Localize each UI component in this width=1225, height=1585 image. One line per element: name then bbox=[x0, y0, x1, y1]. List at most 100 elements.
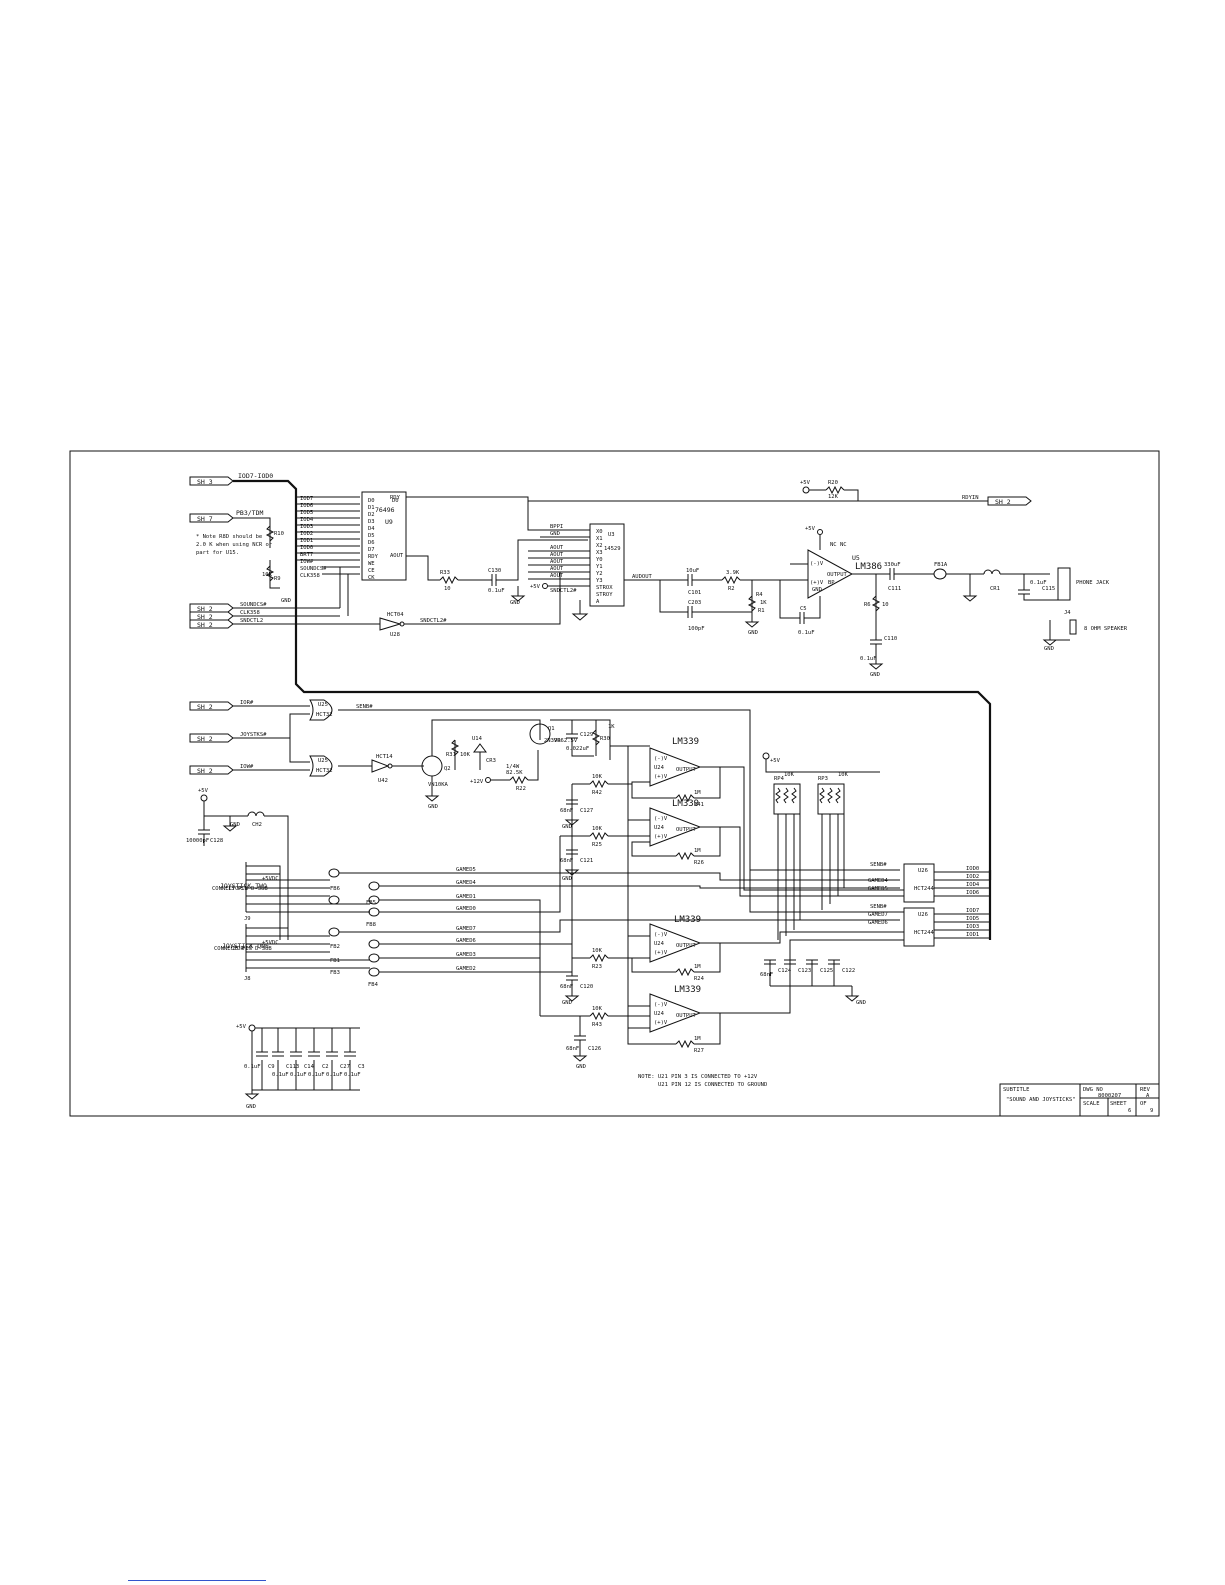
svg-text:IOW#: IOW# bbox=[240, 764, 254, 770]
svg-text:1/4W: 1/4W bbox=[506, 764, 520, 770]
svg-text:SUBTITLE: SUBTITLE bbox=[1003, 1087, 1030, 1093]
svg-text:U5: U5 bbox=[852, 554, 860, 562]
svg-text:1K: 1K bbox=[608, 724, 615, 730]
svg-text:SH 2: SH 2 bbox=[197, 605, 213, 613]
svg-text:10K: 10K bbox=[262, 572, 273, 578]
svg-text:R1: R1 bbox=[758, 608, 765, 614]
svg-text:SOUNDCS#: SOUNDCS# bbox=[240, 602, 267, 608]
svg-text:10K: 10K bbox=[592, 948, 603, 954]
svg-text:(+)V: (+)V bbox=[654, 834, 668, 840]
svg-text:+5VDC: +5VDC bbox=[262, 876, 279, 882]
svg-text:IOD5: IOD5 bbox=[966, 916, 979, 922]
svg-text:R42: R42 bbox=[592, 790, 602, 796]
svg-text:AOUT: AOUT bbox=[550, 552, 564, 558]
svg-text:D6: D6 bbox=[368, 540, 375, 546]
svg-text:10K: 10K bbox=[838, 772, 849, 778]
u3-mux: X0 X1 X2 X3 Y0 Y1 Y2 Y3 STROX STROY A U3… bbox=[510, 523, 625, 621]
rdyin-pullup: +5V R20 12K RDYIN bbox=[528, 480, 988, 502]
svg-text:AOUT: AOUT bbox=[550, 559, 564, 565]
svg-text:0.1uF: 0.1uF bbox=[326, 1072, 343, 1078]
svg-text:GND: GND bbox=[812, 587, 822, 593]
svg-text:D3: D3 bbox=[368, 519, 375, 525]
buffer-filter-caps: 68nF C124 C123 C125 C122 GND bbox=[760, 959, 866, 1006]
comparators: LM339 (-)V (+)V OUTPUT U24 1M R41 LM339 … bbox=[627, 737, 721, 1054]
svg-text:CR1: CR1 bbox=[990, 586, 1000, 592]
svg-text:10K: 10K bbox=[784, 772, 795, 778]
svg-text:HCT32: HCT32 bbox=[316, 768, 333, 774]
svg-text:OUTPUT: OUTPUT bbox=[827, 572, 848, 578]
svg-text:X0: X0 bbox=[596, 529, 603, 535]
svg-text:GAMED6: GAMED6 bbox=[868, 920, 888, 926]
svg-text:68nF: 68nF bbox=[560, 984, 573, 990]
svg-text:STROY: STROY bbox=[596, 592, 613, 598]
svg-text:IOW#: IOW# bbox=[300, 559, 314, 565]
svg-text:FB4: FB4 bbox=[368, 982, 379, 988]
svg-text:GND: GND bbox=[856, 1000, 866, 1006]
svg-text:SENB#: SENB# bbox=[356, 704, 373, 710]
svg-text:(-)V: (-)V bbox=[654, 932, 668, 938]
svg-text:GND: GND bbox=[510, 600, 520, 606]
svg-text:HCT32: HCT32 bbox=[316, 712, 333, 718]
svg-text:RDY: RDY bbox=[368, 554, 379, 560]
svg-text:+5VDC: +5VDC bbox=[262, 940, 279, 946]
svg-text:FB1: FB1 bbox=[330, 958, 340, 964]
svg-text:68nF: 68nF bbox=[760, 972, 773, 978]
svg-text:STROX: STROX bbox=[596, 585, 613, 591]
svg-text:LM339: LM339 bbox=[672, 737, 699, 747]
svg-text:GND: GND bbox=[562, 824, 572, 830]
svg-text:0.1uF: 0.1uF bbox=[860, 656, 877, 662]
svg-text:VN10KA: VN10KA bbox=[428, 782, 449, 788]
svg-text:(+)V: (+)V bbox=[810, 580, 824, 586]
svg-text:+12V: +12V bbox=[470, 779, 484, 785]
svg-text:D0: D0 bbox=[368, 498, 375, 504]
svg-text:GND: GND bbox=[576, 1064, 586, 1070]
svg-text:SENB#: SENB# bbox=[870, 904, 887, 910]
svg-text:IOD0: IOD0 bbox=[966, 866, 979, 872]
svg-text:U25: U25 bbox=[318, 702, 328, 708]
svg-text:(-)V: (-)V bbox=[810, 561, 824, 567]
svg-text:C127: C127 bbox=[580, 808, 593, 814]
svg-text:U24: U24 bbox=[654, 825, 665, 831]
svg-text:CLK358: CLK358 bbox=[300, 573, 320, 579]
svg-text:1M: 1M bbox=[694, 1036, 701, 1042]
svg-text:FB2: FB2 bbox=[330, 944, 340, 950]
svg-text:GAMED4: GAMED4 bbox=[868, 878, 889, 884]
svg-text:R9: R9 bbox=[274, 576, 281, 582]
svg-text:PB3/TDM: PB3/TDM bbox=[236, 509, 263, 517]
svg-text:Q1: Q1 bbox=[548, 726, 555, 732]
svg-text:GAMED5: GAMED5 bbox=[456, 867, 476, 873]
audio-out-chain: AUDOUT 10uF C101 C203 100pF 3.9K R2 R4 1… bbox=[624, 568, 821, 636]
svg-text:GND: GND bbox=[1044, 646, 1054, 652]
svg-text:0.1uF: 0.1uF bbox=[308, 1072, 325, 1078]
svg-text:IOD6: IOD6 bbox=[300, 503, 313, 509]
svg-text:GAMED4: GAMED4 bbox=[456, 880, 477, 886]
svg-text:10: 10 bbox=[444, 586, 451, 592]
svg-text:+5V: +5V bbox=[805, 526, 816, 532]
sound-control-lines: SOUNDCS# CLK358 SNDCTL2 HCT04 U28 SNDCTL… bbox=[233, 567, 588, 638]
svg-text:+5V: +5V bbox=[800, 480, 811, 486]
svg-text:GAMED7: GAMED7 bbox=[456, 926, 476, 932]
svg-text:SHEET: SHEET bbox=[1110, 1101, 1127, 1107]
svg-text:R23: R23 bbox=[592, 964, 602, 970]
svg-text:C27: C27 bbox=[340, 1064, 350, 1070]
svg-text:LM339: LM339 bbox=[674, 985, 701, 995]
u9-sound-chip: D0 D0 D1 D2 D3 D4 D5 D6 D7 RDY WE CE CK … bbox=[300, 491, 588, 581]
svg-text:C120: C120 bbox=[580, 984, 593, 990]
u9-output-filter: R33 10 C130 0.1uF bbox=[406, 539, 588, 594]
svg-text:IOD4: IOD4 bbox=[966, 882, 980, 888]
svg-text:SH 2: SH 2 bbox=[197, 703, 213, 711]
svg-text:JOYSTKS#: JOYSTKS# bbox=[240, 732, 267, 738]
svg-text:C14: C14 bbox=[304, 1064, 315, 1070]
svg-text:SH 2: SH 2 bbox=[197, 767, 213, 775]
svg-text:OF: OF bbox=[1140, 1101, 1147, 1107]
hct244-buffers: U26 HCT244 SENB# GAMED4 GAMED5 IOD0 IOD2… bbox=[720, 766, 992, 1014]
svg-text:0.1uF: 0.1uF bbox=[290, 1072, 307, 1078]
svg-text:(-)V: (-)V bbox=[654, 1002, 668, 1008]
svg-text:6: 6 bbox=[1128, 1108, 1131, 1114]
svg-text:HCT14: HCT14 bbox=[376, 754, 393, 760]
svg-text:R25: R25 bbox=[592, 842, 602, 848]
svg-text:C2: C2 bbox=[322, 1064, 329, 1070]
svg-text:+5V: +5V bbox=[770, 758, 781, 764]
svg-text:R2: R2 bbox=[728, 586, 735, 592]
svg-text:GND: GND bbox=[562, 1000, 572, 1006]
